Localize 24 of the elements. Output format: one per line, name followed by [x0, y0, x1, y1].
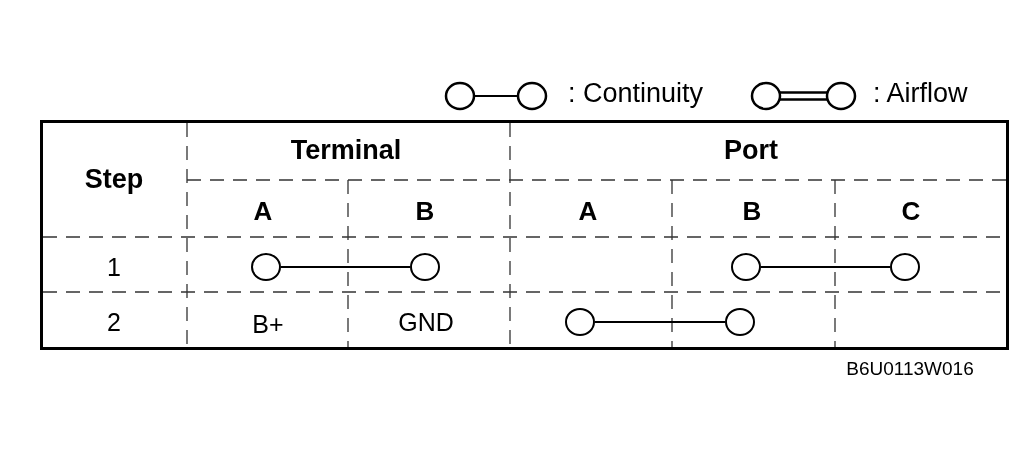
column-header: Port: [724, 134, 778, 166]
column-header: B: [415, 195, 435, 227]
legend-label: : Airflow: [873, 78, 968, 109]
port-circle: [410, 253, 440, 281]
port-circle: [731, 253, 761, 281]
port-circle: [251, 253, 281, 281]
connector-line: [594, 321, 726, 323]
column-header: B: [742, 195, 762, 227]
port-circle: [565, 308, 595, 336]
table-text: B+: [252, 309, 284, 339]
port-circle: [725, 308, 755, 336]
figure-code: B6U0113W016: [846, 358, 974, 380]
table-text: 1: [107, 252, 121, 282]
connector-line: [280, 266, 411, 268]
connector-line: [760, 266, 891, 268]
port-circle: [890, 253, 920, 281]
column-header: Step: [84, 163, 144, 195]
table-text: 2: [107, 307, 121, 337]
legend-label: : Continuity: [568, 78, 704, 109]
column-header: A: [578, 195, 598, 227]
column-header: Terminal: [290, 134, 402, 166]
table-text: GND: [398, 307, 454, 337]
column-header: C: [901, 195, 921, 227]
column-header: A: [253, 195, 273, 227]
